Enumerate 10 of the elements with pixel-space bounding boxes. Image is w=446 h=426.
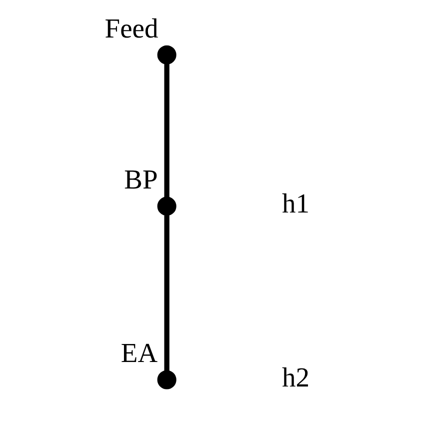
node-label: BP (124, 164, 158, 195)
connector (164, 215, 169, 371)
node-circle (156, 196, 176, 216)
node-label: Feed (104, 13, 158, 44)
node-circle (156, 370, 176, 390)
node-circle (156, 45, 176, 64)
label: h2 (281, 362, 309, 392)
label: h1 (281, 188, 309, 219)
node-label: EA (120, 338, 158, 368)
connector (164, 64, 169, 198)
